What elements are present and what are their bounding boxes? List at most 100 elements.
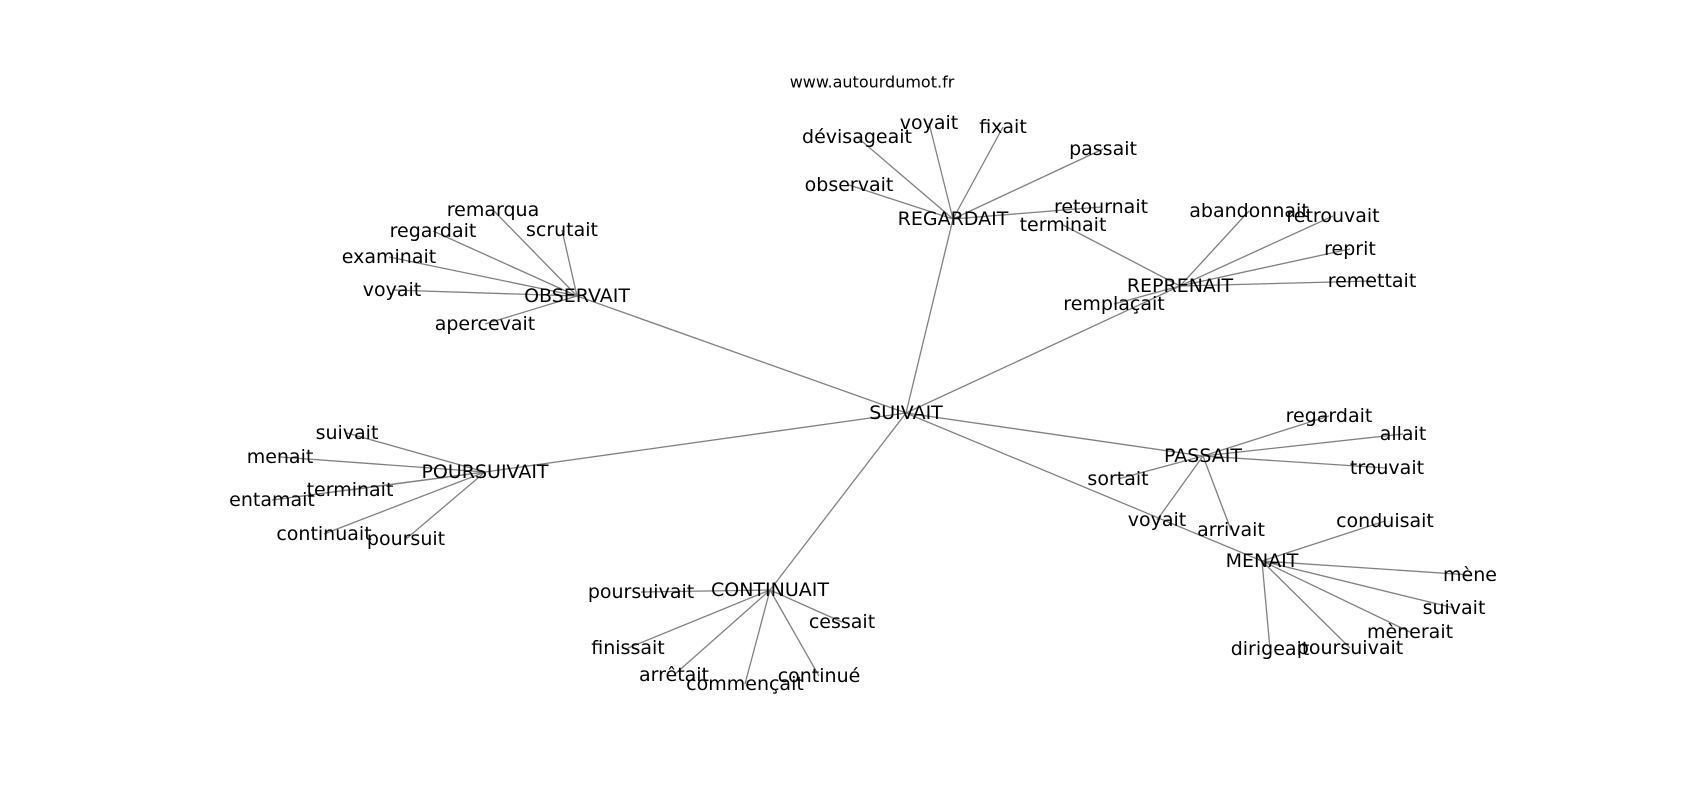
node-obs-regardait: regardait <box>390 220 477 242</box>
node-reg-fixait: fixait <box>979 116 1027 138</box>
edge-center-observait_hub <box>576 295 907 414</box>
edge-menait_hub-men_conduisait <box>1261 520 1386 562</box>
edge-reprenait_hub-rep_reprit <box>1179 248 1351 287</box>
node-con-cessait: cessait <box>809 611 875 633</box>
node-pou-suivait: suivait <box>316 422 379 444</box>
node-pas-allait: allait <box>1380 423 1427 445</box>
node-obs-apercevait: apercevait <box>435 313 536 335</box>
edge-observait_hub-obs_scrutait <box>561 229 578 297</box>
edge-poursuivait_hub-pou_menait <box>279 456 486 473</box>
node-poursuivait-hub: POURSUIVAIT <box>421 461 548 483</box>
node-men-conduisait: conduisait <box>1336 510 1434 532</box>
edge-reprenait_hub-rep_retrouvait <box>1179 215 1334 287</box>
node-reg-voyait: voyait <box>900 112 958 134</box>
node-reg-devisageait: dévisageait <box>802 126 912 148</box>
node-pas-trouvait: trouvait <box>1350 457 1424 479</box>
edge-regardait_hub-reg_fixait <box>952 126 1004 220</box>
edge-center-reprenait_hub <box>905 285 1181 414</box>
edge-passait_hub-pas_sortait <box>1117 455 1204 480</box>
edge-passait_hub-pas_arrivait <box>1202 455 1232 531</box>
node-regardait-hub: REGARDAIT <box>898 208 1009 230</box>
node-rep-terminait: terminait <box>1020 214 1107 236</box>
node-pas-sortait: sortait <box>1087 468 1148 490</box>
node-pou-terminait: terminait <box>307 479 394 501</box>
edge-observait_hub-obs_regardait <box>432 230 578 297</box>
edge-observait_hub-obs_voyait <box>391 289 578 297</box>
node-con-commencait: commençait <box>686 673 804 695</box>
node-rep-reprit: reprit <box>1324 238 1376 260</box>
edge-regardait_hub-reg_devisageait <box>856 136 954 220</box>
edge-continuait_hub-con_finissait <box>627 589 771 649</box>
node-men-menerait: mènerait <box>1367 621 1453 643</box>
edge-continuait_hub-con_commencait <box>744 589 771 685</box>
node-rep-abandonnait: abandonnait <box>1189 200 1309 222</box>
node-reg-retournait: retournait <box>1054 196 1148 218</box>
node-obs-voyait: voyait <box>363 279 421 301</box>
node-pou-continuait: continuait <box>276 523 371 545</box>
node-con-arretait: arrêtait <box>639 664 709 686</box>
edge-passait_hub-pas_trouvait <box>1202 455 1388 469</box>
node-pou-poursuit: poursuit <box>367 528 445 550</box>
node-obs-remarqua: remarqua <box>447 199 539 221</box>
node-passait-hub: PASSAIT <box>1164 445 1242 467</box>
edge-passait_hub-pas_voyait <box>1156 455 1204 521</box>
node-rep-remettait: remettait <box>1328 270 1417 292</box>
edge-continuait_hub-con_continue <box>769 589 820 677</box>
edge-poursuivait_hub-pou_suivait <box>346 432 486 473</box>
node-observait-hub: OBSERVAIT <box>524 285 630 307</box>
edge-poursuivait_hub-pou_entamait <box>271 471 486 501</box>
edge-menait_hub-men_menerait <box>1261 560 1411 633</box>
edge-menait_hub-men_dirigeait <box>1261 560 1271 650</box>
node-con-finissait: finissait <box>591 637 664 659</box>
edge-center-regardait_hub <box>905 218 954 414</box>
edge-center-passait_hub <box>905 412 1204 457</box>
node-rep-retrouvait: retrouvait <box>1286 205 1379 227</box>
edge-reprenait_hub-rep_terminait <box>1062 224 1181 287</box>
edge-menait_hub-men_suivait <box>1261 560 1455 609</box>
edge-reprenait_hub-rep_abandonnait <box>1179 210 1250 287</box>
node-obs-scrutait: scrutait <box>526 219 598 241</box>
edge-observait_hub-obs_remarqua <box>492 209 578 297</box>
node-con-poursuivait: poursuivait <box>588 581 694 603</box>
node-menait-hub: MENAIT <box>1226 550 1299 572</box>
node-pou-entamait: entamait <box>229 489 315 511</box>
edge-center-poursuivait_hub <box>484 412 907 473</box>
node-pas-regardait: regardait <box>1286 405 1373 427</box>
node-pou-menait: menait <box>247 446 314 468</box>
edge-reprenait_hub-rep_remettait <box>1179 280 1373 287</box>
edge-passait_hub-pas_allait <box>1202 433 1404 457</box>
node-center: SUIVAIT <box>869 402 943 424</box>
node-reprenait-hub: REPRENAIT <box>1127 275 1234 297</box>
edge-continuait_hub-con_cessait <box>769 589 843 623</box>
node-pas-voyait: voyait <box>1128 509 1186 531</box>
edge-menait_hub-men_mene <box>1261 560 1471 576</box>
edge-menait_hub-men_poursuivait <box>1261 560 1351 649</box>
node-men-mene: mène <box>1443 564 1497 586</box>
node-con-continue: continué <box>778 665 861 687</box>
edge-continuait_hub-con_poursuivait <box>640 589 771 593</box>
node-rep-remplacait: remplaçait <box>1063 293 1164 315</box>
node-pas-arrivait: arrivait <box>1197 519 1265 541</box>
edge-center-menait_hub <box>905 412 1263 562</box>
node-reg-observait: observait <box>805 174 894 196</box>
node-men-poursuivait: poursuivait <box>1297 637 1403 659</box>
edge-regardait_hub-reg_observait <box>848 184 954 220</box>
edge-observait_hub-obs_apercevait <box>484 295 578 325</box>
edge-poursuivait_hub-pou_poursuit <box>405 471 486 540</box>
edge-regardait_hub-reg_voyait <box>928 122 954 220</box>
edge-regardait_hub-reg_retournait <box>952 206 1102 220</box>
node-reg-passait: passait <box>1069 138 1137 160</box>
source-url: www.autourdumot.fr <box>790 73 955 92</box>
edge-reprenait_hub-rep_remplacait <box>1113 285 1181 305</box>
node-continuait-hub: CONTINUAIT <box>711 579 829 601</box>
node-men-dirigeait: dirigeait <box>1231 638 1310 660</box>
edge-passait_hub-pas_regardait <box>1202 415 1330 457</box>
edge-observait_hub-obs_examinait <box>388 256 578 297</box>
edge-regardait_hub-reg_passait <box>952 148 1104 220</box>
node-obs-examinait: examinait <box>342 246 436 268</box>
edge-poursuivait_hub-pou_continuait <box>323 471 486 535</box>
edge-center-continuait_hub <box>769 412 907 591</box>
edge-continuait_hub-con_arretait <box>673 589 771 676</box>
graph-nodes: SUIVAIT REGARDAIT OBSERVAIT REPRENAIT POURSU… <box>229 112 1497 695</box>
